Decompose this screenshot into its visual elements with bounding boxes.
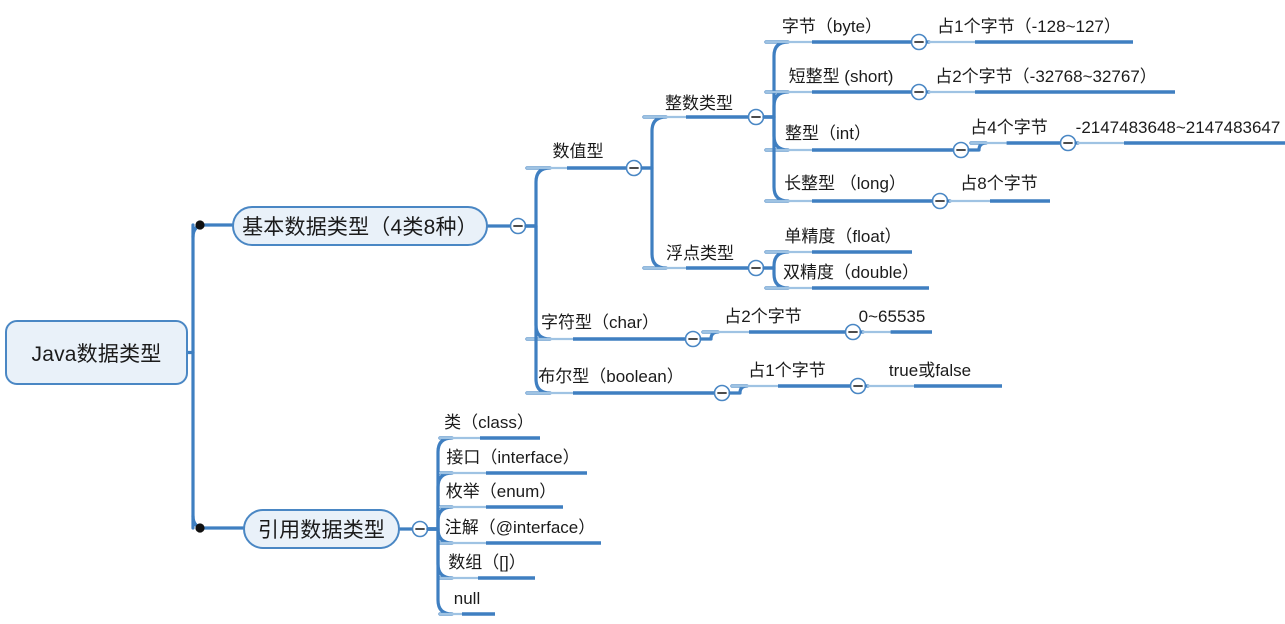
- node-label-integer-type[interactable]: 整数类型: [665, 94, 733, 113]
- elbow-integer-type: [640, 115, 668, 170]
- node-label-boolean-values[interactable]: true或false: [888, 361, 972, 380]
- node-label-annotation[interactable]: 注解（@interface）: [444, 518, 596, 537]
- branch-node-reference[interactable]: 引用数据类型: [243, 509, 400, 549]
- collapse-toggle-byte[interactable]: [910, 33, 928, 51]
- node-label-float[interactable]: 单精度（float）: [784, 227, 902, 246]
- node-label-char[interactable]: 字符型（char）: [540, 313, 660, 332]
- collapse-toggle-boolean-size[interactable]: [849, 377, 867, 395]
- node-label-char-size[interactable]: 占2个字节: [724, 307, 802, 326]
- collapse-toggle-float-type[interactable]: [747, 259, 765, 277]
- node-label-long[interactable]: 长整型 （long）: [784, 174, 906, 193]
- node-label-float-type[interactable]: 浮点类型: [666, 244, 734, 263]
- node-label-byte-size[interactable]: 占1个字节（-128~127）: [937, 17, 1121, 36]
- collapse-toggle-char-size[interactable]: [844, 323, 862, 341]
- collapse-toggle-primitive[interactable]: [509, 217, 527, 235]
- collapse-toggle-char[interactable]: [684, 330, 702, 348]
- branch-node-primitive[interactable]: 基本数据类型（4类8种）: [232, 206, 488, 246]
- elbow-short: [762, 90, 790, 119]
- node-label-short[interactable]: 短整型 (short): [788, 67, 894, 86]
- node-label-int[interactable]: 整型（int）: [785, 124, 871, 143]
- collapse-toggle-integer-type[interactable]: [747, 108, 765, 126]
- root-node[interactable]: Java数据类型: [5, 320, 188, 385]
- branch-dot-reference: [195, 523, 205, 533]
- node-label-double[interactable]: 双精度（double）: [782, 263, 920, 282]
- node-label-array[interactable]: 数组（[]）: [448, 553, 526, 572]
- collapse-toggle-short[interactable]: [910, 83, 928, 101]
- collapse-toggle-int-size[interactable]: [1059, 134, 1077, 152]
- collapse-toggle-boolean[interactable]: [713, 384, 731, 402]
- collapse-toggle-int[interactable]: [952, 141, 970, 159]
- node-label-interface[interactable]: 接口（interface）: [446, 448, 580, 467]
- node-label-int-size[interactable]: 占4个字节: [970, 118, 1048, 137]
- elbow-byte: [762, 40, 790, 119]
- branch-node-label-primitive: 基本数据类型（4类8种）: [242, 216, 478, 239]
- node-label-byte[interactable]: 字节（byte）: [781, 17, 883, 36]
- node-label-boolean-size[interactable]: 占1个字节: [748, 361, 826, 380]
- node-label-class[interactable]: 类（class）: [444, 413, 534, 432]
- node-label-long-size[interactable]: 占8个字节: [960, 174, 1038, 193]
- branch-dot-primitive: [195, 220, 205, 230]
- collapse-toggle-reference[interactable]: [411, 520, 429, 538]
- node-label-enum[interactable]: 枚举（enum）: [445, 482, 557, 501]
- node-label-short-size[interactable]: 占2个字节（-32768~32767）: [935, 67, 1157, 86]
- root-node-label: Java数据类型: [31, 342, 162, 366]
- node-label-int-range[interactable]: -2147483648~2147483647: [1075, 118, 1281, 137]
- node-label-numeric[interactable]: 数值型: [552, 142, 604, 161]
- elbow-numeric: [524, 166, 552, 228]
- collapse-toggle-numeric[interactable]: [625, 159, 643, 177]
- branch-node-label-reference: 引用数据类型: [257, 519, 386, 542]
- node-label-boolean[interactable]: 布尔型（boolean）: [538, 367, 684, 386]
- elbow-float-type: [640, 166, 668, 270]
- node-label-char-range[interactable]: 0~65535: [858, 307, 926, 326]
- collapse-toggle-long[interactable]: [931, 192, 949, 210]
- node-label-null[interactable]: null: [453, 589, 481, 608]
